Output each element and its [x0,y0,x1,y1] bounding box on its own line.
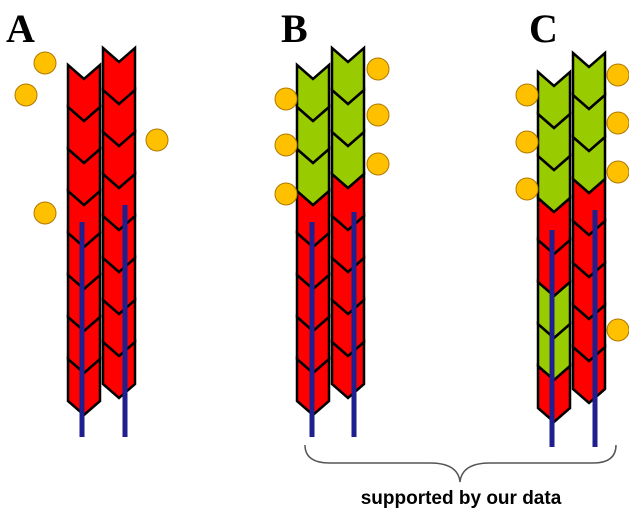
panel-2-sphere-6 [606,318,629,342]
panel-2-sphere-2 [515,177,539,201]
panel-2-sphere-0 [515,83,539,107]
panel-1-sphere-0 [274,87,298,111]
panel-1-sphere-3 [366,57,390,81]
panel-1-sphere-2 [274,182,298,206]
panel-2-sphere-1 [515,130,539,154]
panel-a-rods [79,205,128,437]
panel-0-sphere-1 [14,83,38,107]
panel-b-spheres [274,57,390,206]
panel-0-sphere-3 [33,201,57,225]
panel-a-spheres [14,51,169,225]
panel-2-sphere-5 [606,160,629,184]
panel-b-rods [309,212,357,437]
panel-0-filament-1-segment-0 [101,45,137,106]
panel-0-filament-1 [101,45,137,400]
panel-1-filament-0-segment-0 [295,62,331,123]
panel-1-sphere-4 [366,103,390,127]
panel-0-sphere-2 [145,128,169,152]
panel-c-rods [549,210,598,447]
panel-label-c: C [529,6,558,51]
panel-2-filament-1-segment-0 [571,50,607,111]
panel-0-filament-0-segment-0 [66,62,102,123]
panel-label-b: B [281,6,308,51]
bracket-caption: supported by our data [361,488,562,509]
panel-a: A [6,6,169,437]
panel-c: C [515,6,629,447]
panel-label-a: A [6,6,35,51]
panel-2-filament-0-segment-0 [536,69,572,130]
panel-1-filament-1-segment-0 [330,45,366,106]
panel-0-sphere-0 [33,51,57,75]
panel-2-sphere-4 [606,111,629,135]
panel-1-sphere-1 [274,133,298,157]
panel-1-filament-1 [330,45,366,400]
panel-b: B [274,6,390,437]
panel-c-spheres [515,63,629,342]
panel-2-sphere-3 [606,63,629,87]
panel-1-sphere-5 [366,152,390,176]
curly-bracket [304,444,617,483]
panel-2-filament-1 [571,50,607,405]
